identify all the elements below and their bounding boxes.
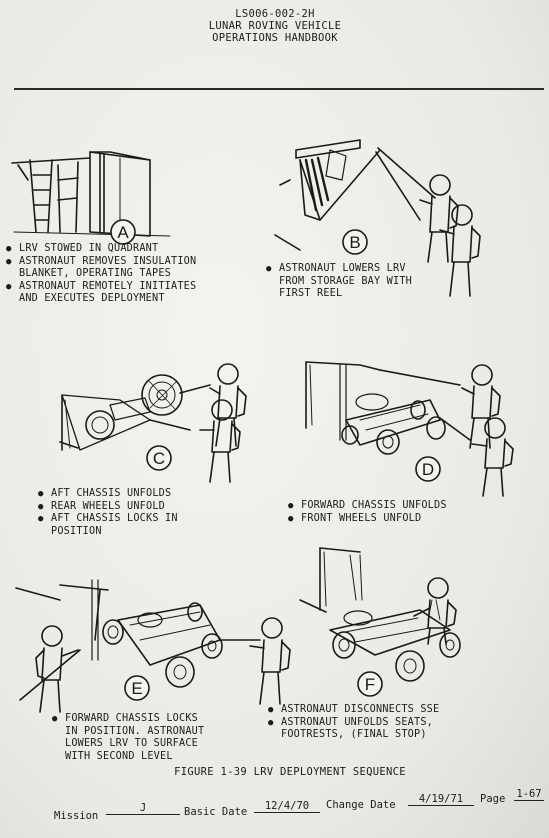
panel-d-letter: D: [422, 460, 434, 479]
bullet-item: ●FRONT WHEELS UNFOLD: [288, 512, 422, 524]
panel-e-letter: E: [131, 679, 142, 698]
bullet-glyph: ●: [268, 717, 274, 728]
bullet-glyph: ●: [6, 281, 12, 292]
change-date-value: 4/19/71: [408, 793, 474, 806]
doc-subtitle: OPERATIONS HANDBOOK: [212, 32, 338, 44]
basic-date-value: 12/4/70: [254, 800, 320, 813]
panel-a-illustration: [11, 151, 171, 237]
bullet-item: ●LRV STOWED IN QUADRANT: [6, 243, 159, 254]
panel-e-caption: ●FORWARD CHASSIS LOCKS IN POSITION. ASTR…: [52, 713, 205, 762]
panel-a-caption: ●LRV STOWED IN QUADRANT ●ASTRONAUT REMOV…: [6, 243, 197, 304]
bullet-glyph: ●: [6, 256, 12, 267]
bullet-glyph: ●: [6, 244, 12, 254]
panel-f-caption: ●ASTRONAUT DISCONNECTS SSE ●ASTRONAUT UN…: [268, 704, 440, 740]
panel-c-illustration: [59, 363, 247, 483]
bullet-item: ●REAR WHEELS UNFOLD: [38, 500, 166, 512]
bullet-glyph: ●: [268, 705, 274, 715]
change-date-label: Change Date: [326, 799, 396, 811]
bullet-item: ●FORWARD CHASSIS LOCKS: [52, 713, 199, 724]
panel-b-illustration: [274, 139, 481, 297]
panel-c-letter: C: [153, 449, 165, 468]
doc-number: LS006-002-2H: [235, 8, 315, 20]
bullet-glyph: ●: [38, 489, 44, 499]
bullet-item: ●ASTRONAUT LOWERS LRV: [266, 263, 406, 274]
bullet-item: ●FORWARD CHASSIS UNFOLDS: [288, 500, 447, 511]
panel-e-label: E: [124, 675, 150, 701]
bullet-item: ●AFT CHASSIS UNFOLDS: [38, 488, 172, 499]
document-header: LS006-002-2H LUNAR ROVING VEHICLE OPERAT…: [150, 8, 400, 44]
panel-c-caption: ●AFT CHASSIS UNFOLDS ●REAR WHEELS UNFOLD…: [38, 488, 178, 537]
panel-b-letter: B: [349, 233, 360, 252]
panel-b-caption: ●ASTRONAUT LOWERS LRV FROM STORAGE BAY W…: [266, 263, 413, 299]
panel-d-illustration: [305, 361, 514, 497]
mission-label: Mission: [54, 810, 99, 822]
bullet-glyph: ●: [288, 501, 294, 511]
bullet-item: ●ASTRONAUT DISCONNECTS SSE: [268, 704, 440, 715]
panel-d-caption: ●FORWARD CHASSIS UNFOLDS ●FRONT WHEELS U…: [288, 500, 447, 525]
basic-date-label: Basic Date: [184, 806, 248, 818]
panel-e-illustration: [15, 579, 291, 713]
figure-caption: FIGURE 1-39 LRV DEPLOYMENT SEQUENCE: [174, 766, 406, 778]
bullet-item: ●ASTRONAUT UNFOLDS SEATS,: [268, 716, 434, 728]
panel-a-letter: A: [117, 223, 129, 242]
bullet-glyph: ●: [288, 513, 294, 524]
panel-a-label: A: [110, 219, 136, 245]
panel-f-illustration: [299, 547, 461, 682]
page-value: 1-67: [514, 788, 544, 801]
panel-f-letter: F: [365, 675, 375, 694]
doc-title: LUNAR ROVING VEHICLE: [208, 20, 342, 32]
header-rule: [14, 88, 544, 90]
page-footer: Mission J Basic Date 12/4/70 Change Date…: [14, 788, 544, 828]
bullet-glyph: ●: [52, 714, 58, 724]
bullet-glyph: ●: [38, 514, 44, 524]
panel-b-label: B: [342, 229, 368, 255]
page-label: Page: [480, 793, 506, 805]
mission-value: J: [106, 802, 180, 815]
bullet-glyph: ●: [38, 501, 44, 512]
panel-d-label: D: [415, 456, 441, 482]
bullet-item: ●ASTRONAUT REMOTELY INITIATES: [6, 280, 197, 292]
panel-f-label: F: [357, 671, 383, 697]
panel-c-label: C: [146, 445, 172, 471]
bullet-glyph: ●: [266, 264, 272, 274]
bullet-item: ●AFT CHASSIS LOCKS IN: [38, 513, 178, 524]
bullet-item: ●ASTRONAUT REMOVES INSULATION: [6, 255, 197, 267]
